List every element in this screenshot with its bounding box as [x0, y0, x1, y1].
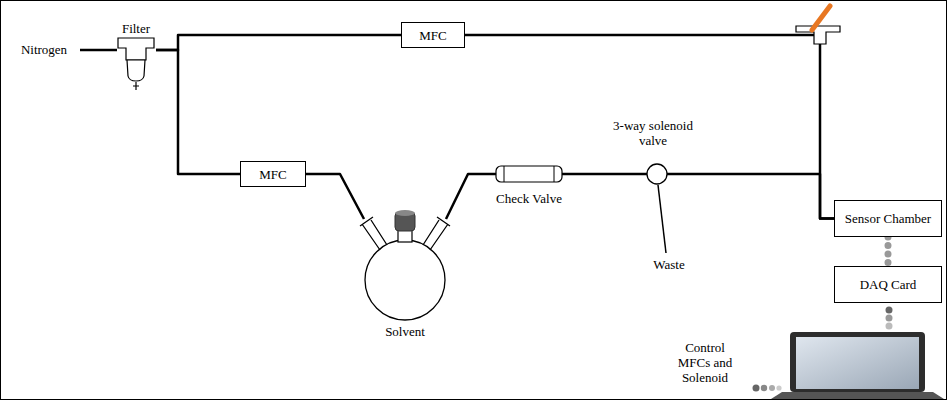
flask-part: Solvent: [350, 204, 460, 342]
flask-body: [365, 240, 445, 320]
filter-drain: [133, 82, 139, 90]
check-part: Check Valve: [488, 160, 570, 215]
waste-label: Waste: [644, 257, 694, 272]
inlet-line: [80, 49, 117, 52]
gas-line: [156, 35, 401, 50]
laptop: [771, 332, 944, 399]
part-label: Check Valve: [488, 191, 570, 206]
box-label: MFC: [419, 28, 446, 43]
flask-neck-center: [398, 230, 412, 242]
source-label: Nitrogen: [8, 42, 80, 57]
gas-line: [667, 174, 834, 219]
waste-line: [658, 185, 666, 253]
flask-symbol: [350, 204, 460, 342]
part-label: Filter: [106, 21, 166, 36]
gas-line: [562, 173, 647, 176]
box-label: DAQ Card: [860, 277, 917, 292]
gas-line: [306, 174, 364, 219]
valve-rings: [504, 166, 554, 182]
box-label: MFC: [259, 167, 286, 182]
check-symbol: [488, 160, 570, 215]
solenoid-part: 3-way solenoid valve: [597, 118, 717, 188]
signal-link: [885, 237, 892, 266]
process-box: MFC: [401, 22, 465, 48]
valve-body: [496, 166, 562, 182]
gas-line: [156, 50, 240, 174]
flask-neck-left: [360, 217, 387, 250]
part-label: Solvent: [350, 324, 460, 339]
gas-line: [465, 35, 834, 219]
control-label: Control MFCs and Solenoid: [668, 340, 742, 385]
stopper-top: [395, 210, 415, 216]
valve-circle: [647, 164, 667, 184]
flask-neck-right: [423, 217, 450, 250]
process-box: Sensor Chamber: [834, 200, 942, 237]
filter-part: Filter: [116, 20, 156, 92]
process-box: DAQ Card: [834, 266, 942, 303]
mixing-tee: [796, 6, 840, 44]
gas-line: [446, 174, 496, 219]
part-label: 3-way solenoid valve: [605, 118, 701, 148]
process-box: MFC: [240, 161, 306, 187]
filter-bowl: [127, 60, 145, 81]
box-label: Sensor Chamber: [845, 211, 931, 226]
filter-head: [118, 38, 154, 60]
